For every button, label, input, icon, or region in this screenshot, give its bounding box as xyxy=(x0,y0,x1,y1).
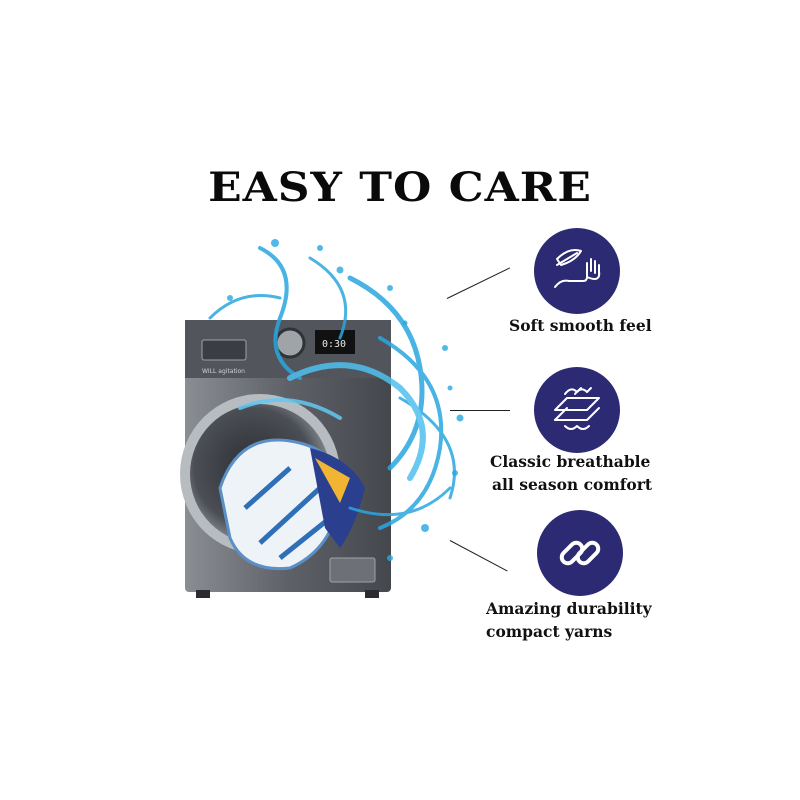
feature-label-3: Amazing durability compact yarns xyxy=(486,597,652,643)
feather-hand-icon xyxy=(534,228,620,314)
page-title: EASY TO CARE xyxy=(208,164,592,211)
feature-label-1: Soft smooth feel xyxy=(509,314,652,337)
feature-label-2: Classic breathable all season comfort xyxy=(490,450,652,496)
machine-brand-text: WILL agitation xyxy=(202,368,245,375)
feature-2-line-1: Classic breathable xyxy=(490,452,651,471)
feature-2-line-2: all season comfort xyxy=(492,475,653,494)
feature-3-line-1: Amazing durability xyxy=(486,599,652,618)
feature-3-line-2: compact yarns xyxy=(486,622,613,641)
connector-line-2 xyxy=(450,410,510,411)
machine-display-text: 0:30 xyxy=(322,339,346,350)
washing-machine-image: WILL agitation 0:30 xyxy=(150,228,480,608)
feature-1-line-1: Soft smooth feel xyxy=(509,316,652,335)
chain-link-icon xyxy=(537,510,623,596)
breathable-fabric-icon xyxy=(534,367,620,453)
